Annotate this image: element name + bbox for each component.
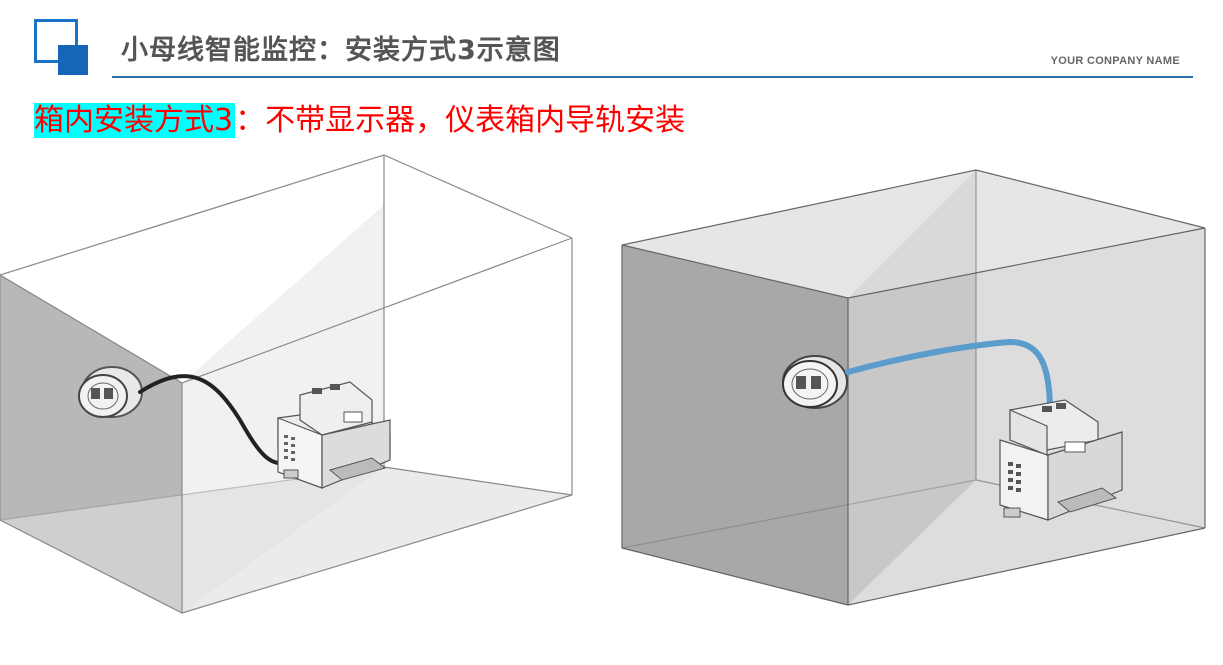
- sensor-disc-icon: [782, 355, 848, 409]
- logo-outline-square: [34, 19, 78, 63]
- meter-module-icon: [999, 399, 1123, 521]
- subtitle-highlight: 箱内安装方式3: [34, 103, 236, 138]
- logo-filled-square: [58, 45, 88, 75]
- box-edges: [0, 154, 573, 614]
- section-subtitle: 箱内安装方式3：不带显示器，仪表箱内导轨安装: [34, 98, 685, 144]
- sensor-disc-icon: [78, 366, 143, 418]
- box-floor: [0, 467, 572, 613]
- box-top: [622, 170, 1205, 298]
- install-diagram-left: [0, 150, 600, 620]
- dark-cable: [138, 374, 294, 466]
- install-diagram-right: [610, 150, 1220, 620]
- subtitle-text: ：不带显示器，仪表箱内导轨安装: [235, 103, 686, 138]
- company-logo: [34, 19, 90, 75]
- page-title: 小母线智能监控：安装方式3示意图: [121, 35, 561, 66]
- blue-cable: [845, 338, 1053, 415]
- box-left-wall: [621, 244, 849, 606]
- meter-module-icon: [277, 381, 391, 489]
- header-divider: [112, 76, 1193, 78]
- company-name: YOUR CONPANY NAME: [1050, 55, 1180, 67]
